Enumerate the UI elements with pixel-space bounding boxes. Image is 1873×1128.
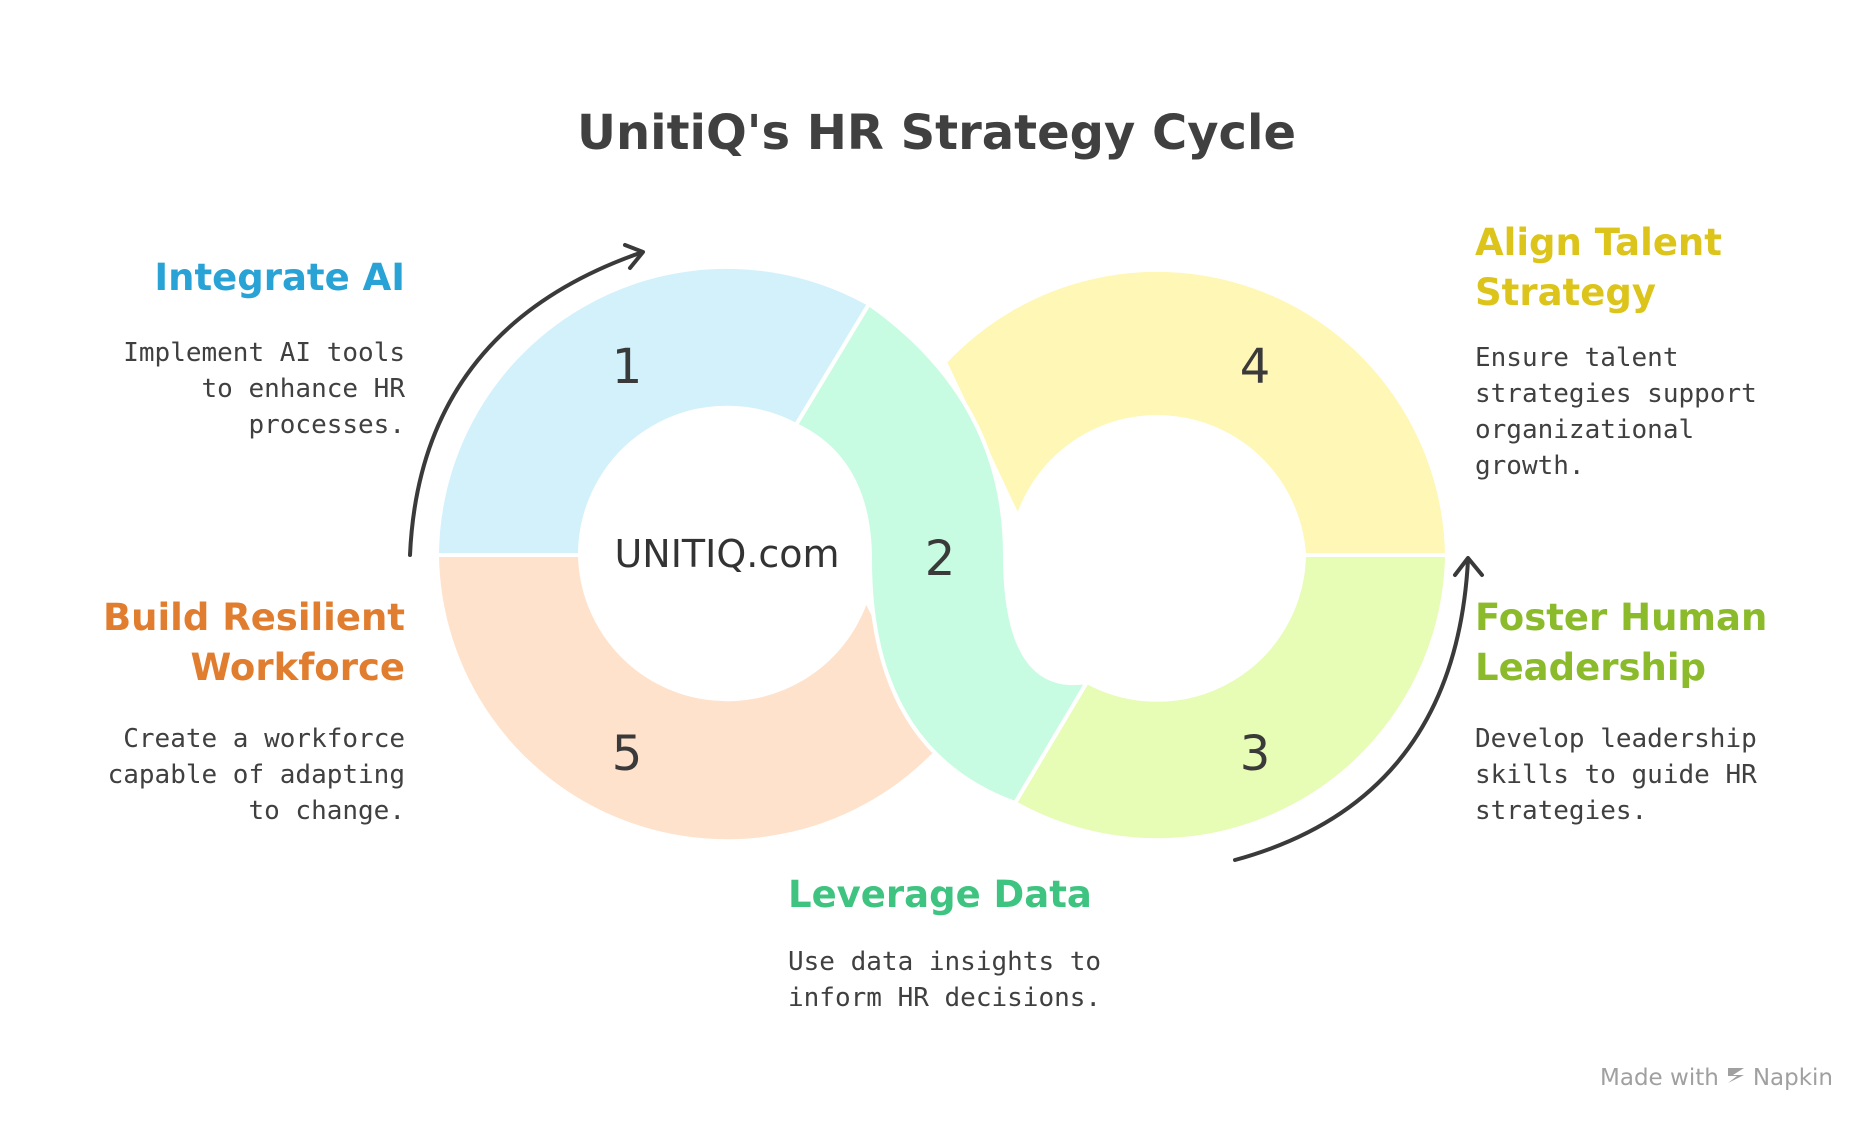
step-3-title-line: Foster Human bbox=[1475, 596, 1768, 639]
step-4-description: Ensure talent strategies support organiz… bbox=[1475, 340, 1845, 484]
step-2-title-line: Leverage Data bbox=[788, 873, 1092, 916]
step-4-title: Align Talent Strategy bbox=[1475, 218, 1835, 318]
step-5-title-line: Workforce bbox=[190, 646, 405, 689]
segment-2 bbox=[793, 301, 1091, 806]
step-4-number: 4 bbox=[1240, 339, 1271, 395]
step-2-number: 2 bbox=[925, 531, 956, 587]
step-1-title: Integrate AI bbox=[80, 253, 405, 303]
step-2-desc-line: inform HR decisions. bbox=[788, 983, 1102, 1013]
page-title: UnitiQ's HR Strategy Cycle bbox=[576, 105, 1297, 161]
step-3-desc-line: strategies. bbox=[1475, 796, 1648, 826]
step-4-title-line: Strategy bbox=[1475, 271, 1656, 314]
step-1-desc-line: to enhance HR bbox=[201, 374, 406, 404]
step-3-title-line: Leadership bbox=[1475, 646, 1706, 689]
step-3-number: 3 bbox=[1240, 726, 1271, 782]
step-2-title: Leverage Data bbox=[788, 870, 1148, 920]
center-label: UNITIQ.com bbox=[614, 532, 839, 576]
napkin-brand-label: Napkin bbox=[1752, 1065, 1833, 1091]
step-4-desc-line: growth. bbox=[1475, 451, 1585, 481]
step-3-desc-line: skills to guide HR bbox=[1475, 760, 1757, 790]
step-3-desc-line: Develop leadership bbox=[1475, 724, 1757, 754]
step-1-desc-line: processes. bbox=[248, 410, 405, 440]
step-4-desc-line: organizational bbox=[1475, 415, 1695, 445]
made-with-label: Made with bbox=[1600, 1065, 1719, 1091]
segment-1 bbox=[434, 264, 872, 557]
napkin-logo-icon bbox=[1725, 1064, 1747, 1092]
step-3-title: Foster Human Leadership bbox=[1475, 593, 1855, 693]
step-5-desc-line: capable of adapting bbox=[107, 760, 405, 790]
step-5-title: Build Resilient Workforce bbox=[60, 593, 405, 693]
step-2-desc-line: Use data insights to bbox=[788, 947, 1102, 977]
cycle-arrow-right bbox=[1233, 556, 1484, 862]
step-3-description: Develop leadership skills to guide HR st… bbox=[1475, 721, 1845, 829]
step-1-title-line: Integrate AI bbox=[154, 256, 405, 299]
step-1-number: 1 bbox=[612, 339, 643, 395]
step-5-number: 5 bbox=[612, 726, 643, 782]
segment-5 bbox=[434, 553, 943, 844]
step-2-description: Use data insights to inform HR decisions… bbox=[788, 944, 1168, 1016]
segment-4 bbox=[942, 267, 1450, 557]
step-4-desc-line: Ensure talent bbox=[1475, 343, 1679, 373]
made-with-napkin-badge[interactable]: Made with Napkin bbox=[1600, 1064, 1833, 1092]
segment-3 bbox=[1012, 553, 1450, 843]
cycle-arrow-left bbox=[408, 243, 645, 557]
step-4-title-line: Align Talent bbox=[1475, 221, 1722, 264]
step-5-desc-line: to change. bbox=[248, 796, 405, 826]
step-4-desc-line: strategies support bbox=[1475, 379, 1757, 409]
step-5-description: Create a workforce capable of adapting t… bbox=[60, 721, 405, 829]
step-1-desc-line: Implement AI tools bbox=[123, 338, 405, 368]
step-5-title-line: Build Resilient bbox=[102, 596, 405, 639]
step-5-desc-line: Create a workforce bbox=[123, 724, 405, 754]
step-1-description: Implement AI tools to enhance HR process… bbox=[60, 335, 405, 443]
